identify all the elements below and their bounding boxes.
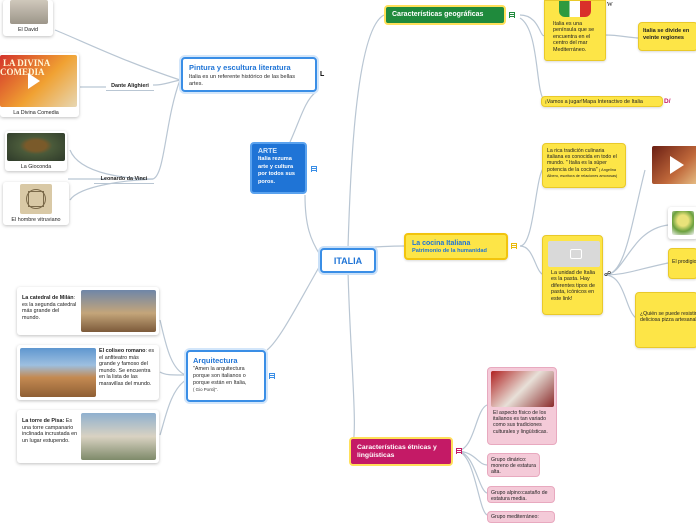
- gelato-image: [672, 211, 694, 235]
- pisa-name: La torre de Pisa:: [22, 418, 65, 424]
- pizza-text: ¿Quién se puede resistir a una deliciosa…: [640, 311, 696, 324]
- pasta-text: La unidad de Italia es la pasta. Hay dif…: [551, 270, 596, 302]
- play-icon[interactable]: [670, 156, 684, 174]
- arte-node[interactable]: ARTE Italia rezuma arte y cultura por to…: [250, 142, 307, 194]
- tradicion-text: La rica tradición culinaria italiana es …: [547, 148, 621, 179]
- david-image: [10, 0, 48, 24]
- dinarico-text: Grupo dinárico: moreno de estatura alta.: [491, 457, 536, 476]
- pasta-card: La unidad de Italia es la pasta. Hay dif…: [542, 235, 603, 315]
- arte-text: Italia rezuma arte y cultura por todos s…: [258, 156, 295, 185]
- pisa-image: [81, 413, 156, 460]
- gioconda-image: [7, 133, 65, 161]
- gelato-thumb: [668, 207, 696, 239]
- notes-icon[interactable]: [269, 373, 275, 379]
- divina-art-title: LA DIVINA: [3, 58, 51, 68]
- central-node[interactable]: ITALIA: [320, 248, 376, 273]
- david-label: El David: [17, 27, 39, 33]
- alpino-card: Grupo alpino:castaño de estatura media.: [487, 486, 555, 503]
- aspecto-card: El aspecto físico de los italianos es ta…: [487, 367, 557, 445]
- aspecto-text: El aspecto físico de los italianos es ta…: [493, 410, 548, 435]
- pisa-card: La torre de Pisa: Es una torre campanari…: [17, 410, 159, 463]
- gelato-text: El prodigioso gelato italiano: [672, 259, 696, 265]
- camera-icon: [570, 249, 582, 259]
- divina-card: LA DIVINA COMEDIA La Divina Comedia: [0, 53, 79, 117]
- coliseo-image: [20, 348, 96, 397]
- milan-card: La catedral de Milán: es la segunda cate…: [17, 287, 159, 335]
- play-icon[interactable]: [28, 73, 40, 89]
- coliseo-desc: : es el anfiteatro más grande y famoso d…: [99, 348, 155, 387]
- peninsula-text: Italia es una península que se encuentra…: [553, 21, 595, 53]
- cocina-node[interactable]: La cocina Italiana Patrimonio de la huma…: [404, 233, 508, 260]
- mediterraneo-card: Grupo mediterráneo:: [487, 511, 555, 523]
- pasta-image-placeholder: [548, 241, 600, 267]
- notes-icon[interactable]: [456, 448, 462, 454]
- people-image: [491, 371, 554, 407]
- divina-image: LA DIVINA COMEDIA: [0, 55, 77, 107]
- pisa-desc: Es una torre campanario inclinada incrus…: [22, 418, 78, 444]
- coliseo-text: El coliseo romano: es el anfiteatro más …: [99, 348, 157, 388]
- arte-title: ARTE: [258, 148, 278, 155]
- geograficas-title: Características geográficas: [392, 11, 484, 18]
- pintura-title: Pintura y escultura literatura: [189, 63, 291, 72]
- coliseo-name: El coliseo romano: [99, 348, 146, 354]
- notes-icon[interactable]: [511, 243, 517, 249]
- cocina-subtitle: Patrimonio de la humanidad: [412, 248, 487, 254]
- geograficas-node[interactable]: Características geográficas: [384, 5, 506, 25]
- tradicion-credit: ( Angelina Albero, escritora de relacion…: [547, 167, 618, 178]
- dante-label: Dante Alighieri: [111, 83, 149, 89]
- pisa-text: La torre de Pisa: Es una torre campanari…: [22, 418, 78, 444]
- milan-desc: : es la segunda catedral más grande del …: [22, 295, 77, 321]
- vitruviano-image: [20, 184, 52, 214]
- mapa-card[interactable]: ¡Vamos a jugar!Mapa Interactivo de Itali…: [541, 96, 663, 107]
- link-icon[interactable]: D/: [664, 98, 671, 105]
- milan-name: La catedral de Milán: [22, 295, 74, 301]
- regiones-card: Italia se divide en veinte regiones: [638, 22, 696, 51]
- vitruviano-label: El hombre vitruviano: [11, 217, 61, 223]
- wikipedia-icon[interactable]: W: [607, 2, 613, 8]
- notes-icon[interactable]: [311, 166, 317, 172]
- leonardo-label: Leonardo da Vinci: [100, 176, 148, 182]
- david-card: El David: [3, 0, 53, 36]
- milan-image: [81, 290, 156, 332]
- video-thumbnail[interactable]: [652, 146, 696, 184]
- link-chain-icon[interactable]: ☍: [604, 271, 612, 278]
- link-icon[interactable]: L: [320, 71, 325, 78]
- etnicas-node[interactable]: Características étnicas y lingüísticas: [349, 437, 453, 466]
- gioconda-card: La Gioconda: [5, 131, 67, 171]
- italy-map-image: [559, 1, 591, 17]
- arquitectura-title: Arquitectura: [193, 356, 238, 365]
- vitruviano-card: El hombre vitruviano: [3, 182, 69, 225]
- gelato-card: El prodigioso gelato italiano: [668, 248, 696, 279]
- coliseo-card: El coliseo romano: es el anfiteatro más …: [17, 345, 159, 400]
- mediterraneo-text: Grupo mediterráneo:: [491, 514, 539, 520]
- pintura-text: Italia es un referente histórico de las …: [189, 74, 296, 88]
- alpino-text: Grupo alpino:castaño de estatura media.: [491, 490, 548, 503]
- tradicion-body: La rica tradición culinaria italiana es …: [547, 148, 617, 173]
- divina-label: La Divina Comedia: [13, 110, 59, 116]
- arquitectura-text: "Amen la arquitectura porque son italian…: [193, 366, 247, 387]
- arquitectura-node[interactable]: Arquitectura "Amen la arquitectura porqu…: [186, 350, 266, 402]
- pintura-node[interactable]: Pintura y escultura literatura Italia es…: [181, 57, 317, 92]
- regiones-text: Italia se divide en veinte regiones: [643, 28, 690, 41]
- milan-text: La catedral de Milán: es la segunda cate…: [22, 295, 78, 321]
- dinarico-card: Grupo dinárico: moreno de estatura alta.: [487, 453, 540, 477]
- cocina-title: La cocina Italiana: [412, 240, 471, 247]
- gioconda-label: La Gioconda: [20, 164, 52, 170]
- divina-art-title-2: COMEDIA: [0, 67, 45, 77]
- mapa-text: ¡Vamos a jugar!Mapa Interactivo de Itali…: [545, 99, 643, 105]
- pizza-card: ¿Quién se puede resistir a una deliciosa…: [635, 292, 696, 348]
- notes-icon[interactable]: [509, 12, 515, 18]
- peninsula-card: Italia es una península que se encuentra…: [544, 0, 606, 61]
- arquitectura-credit: ( Gio Ponti)".: [193, 387, 218, 393]
- etnicas-title: Características étnicas y lingüísticas: [357, 444, 437, 459]
- tradicion-card: La rica tradición culinaria italiana es …: [542, 143, 626, 188]
